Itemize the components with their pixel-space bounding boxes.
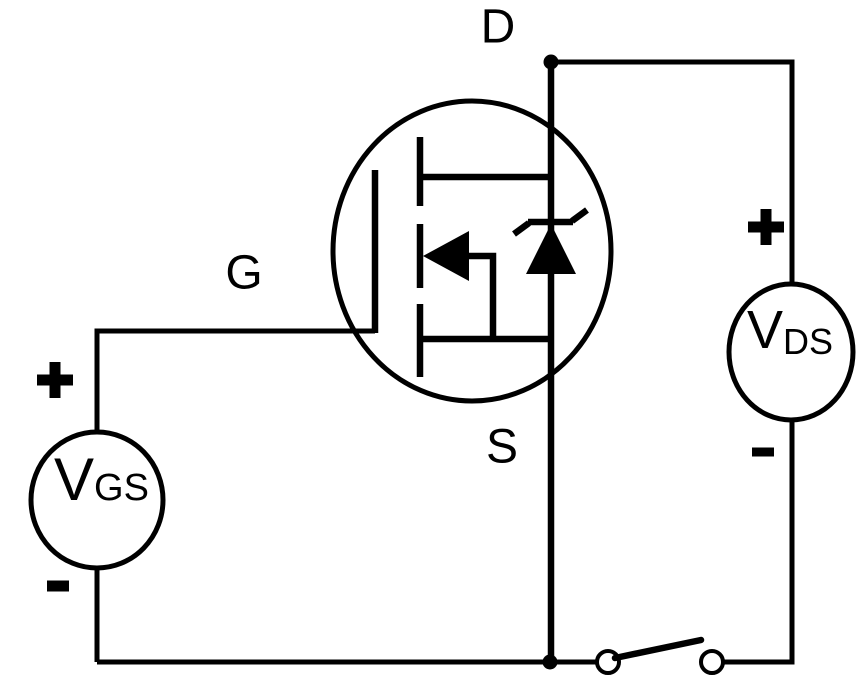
vds-source-circle	[726, 281, 856, 423]
open-switch-icon	[595, 636, 725, 675]
source-terminal-label: S	[486, 421, 518, 474]
switch-left-contact	[595, 649, 621, 675]
mosfet-body-connector	[469, 252, 497, 339]
switch-right-contact	[699, 649, 725, 675]
drain-junction-dot	[543, 54, 559, 70]
vds-to-switch-wire	[723, 420, 795, 665]
vgs-source-circle	[28, 429, 166, 571]
zener-cathode-right-tick	[570, 207, 589, 224]
vgs-plus-sign	[37, 362, 73, 398]
mosfet-body-arrow	[423, 231, 469, 281]
n-channel-mosfet-with-body-diode-icon	[330, 98, 614, 404]
vds-label: VDS	[747, 300, 833, 362]
vds-voltage-source: VDS	[726, 209, 856, 457]
vds-plus-sign	[748, 209, 784, 245]
vgs-voltage-source: VGS	[28, 362, 166, 592]
body-diode-zener-icon	[512, 207, 589, 274]
gate-terminal-label: G	[225, 247, 262, 300]
mosfet-body-circle	[330, 98, 614, 404]
switch-blade	[611, 636, 705, 662]
gate-wire	[94, 328, 375, 433]
zener-cathode-left-tick	[512, 220, 531, 237]
drain-terminal-label: D	[481, 1, 516, 54]
source-junction-dot	[542, 654, 558, 670]
vgs-label: VGS	[54, 446, 149, 513]
zener-anode-triangle	[526, 224, 576, 274]
drain-to-vds-wire	[551, 59, 795, 285]
